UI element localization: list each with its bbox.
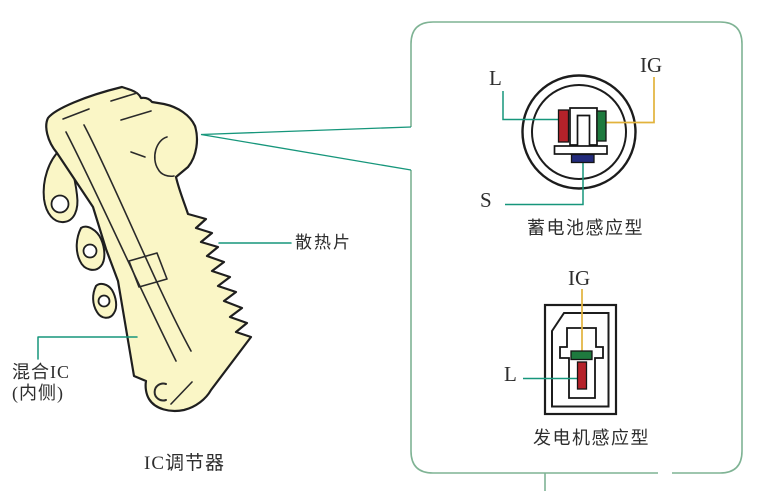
connector-inner-ring — [531, 84, 627, 180]
pin-label-s-battery: S — [480, 188, 492, 212]
pin-l-wire — [502, 91, 559, 121]
connector-key-slot — [569, 107, 598, 146]
mounting-lugs — [42, 149, 118, 319]
body-ridge-line-b — [83, 124, 192, 352]
cap-dash-1 — [110, 92, 138, 102]
generator-sensing-connector — [523, 289, 618, 416]
connector-base-bar — [553, 145, 608, 155]
hybrid-ic-label: 混合IC (内侧) — [12, 362, 70, 403]
figure-caption: IC调节器 — [144, 453, 226, 474]
lug-hole-bottom — [97, 294, 111, 308]
cap-dash-3 — [62, 108, 90, 120]
cap-dash-4 — [130, 151, 146, 158]
terminal-l-red-generator — [576, 361, 588, 390]
pin-label-ig-generator: IG — [568, 266, 591, 290]
lug-hole-top — [50, 194, 70, 214]
heatsink-label: 散热片 — [295, 233, 352, 252]
generator-connector-title: 发电机感应型 — [533, 428, 650, 448]
foot-diagonal-line — [170, 381, 193, 405]
body-ridge-line-a — [65, 131, 177, 362]
pin-s-wire — [505, 162, 584, 206]
panel-border-upper-segment — [410, 21, 743, 474]
neck-hook-line — [154, 136, 175, 178]
pin-ig-wire — [605, 77, 655, 124]
terminal-l-red — [557, 109, 570, 143]
foot-hole-arc — [153, 382, 167, 402]
panel-border-lower-segment — [410, 170, 658, 474]
regulator-detail-lines — [62, 92, 193, 405]
ic-window-outline — [128, 252, 168, 288]
panel-callout-wedge — [200, 126, 412, 171]
pin-label-ig-battery: IG — [640, 53, 663, 77]
part-callout-lines — [37, 242, 292, 360]
hybrid-ic-callout-line — [37, 336, 138, 360]
pin-label-l-battery: L — [489, 66, 502, 90]
terminal-s-blue — [570, 153, 595, 164]
battery-connector-title: 蓄电池感应型 — [527, 218, 644, 238]
lug-hole-middle — [82, 243, 98, 259]
ic-regulator-drawing — [37, 85, 292, 413]
cap-dash-2 — [120, 110, 152, 121]
terminal-ig-green — [596, 110, 607, 142]
hybrid-ic-label-line2: (内侧) — [12, 382, 64, 403]
pin-label-l-generator: L — [504, 362, 517, 386]
hybrid-ic-label-line1: 混合IC — [12, 362, 70, 382]
connector-panel-border — [410, 21, 743, 491]
battery-sensing-connector — [502, 74, 655, 206]
regulator-body-outline — [45, 85, 253, 413]
terminal-ig-green-generator — [570, 350, 593, 361]
